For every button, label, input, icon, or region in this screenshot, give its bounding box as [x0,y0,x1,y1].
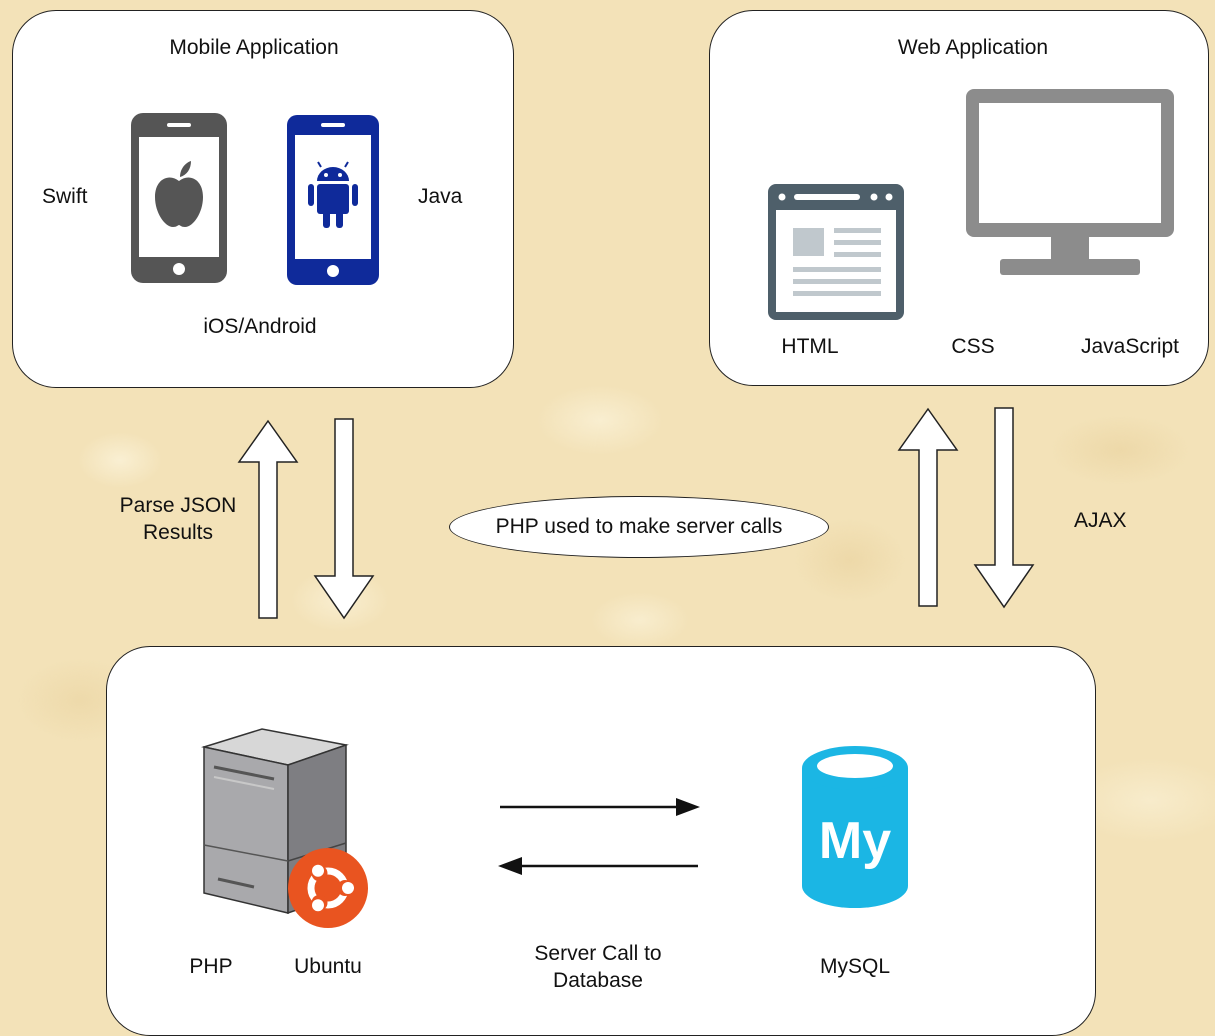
to-database-arrow [500,798,700,816]
web-down-arrow [973,407,1035,609]
mysql-logo-text: My [819,812,891,870]
mobile-down-arrow [313,418,375,620]
html-label: HTML [781,335,839,358]
mysql-database-icon: My [802,746,908,908]
php-label: PHP [189,955,233,978]
swift-label: Swift [42,185,88,208]
javascript-label: JavaScript [1080,335,1180,358]
from-database-arrow [498,857,698,875]
mysql-label: MySQL [819,955,891,978]
ubuntu-label: Ubuntu [294,955,362,978]
web-up-arrow [897,407,959,607]
java-label: Java [418,185,463,208]
mobile-application-box [12,10,514,388]
php-server-calls-oval: PHP used to make server calls [449,496,829,558]
apple-logo-icon [155,161,203,227]
web-application-title: Web Application [897,36,1049,59]
mobile-application-title: Mobile Application [169,36,339,59]
ios-android-label: iOS/Android [203,315,317,338]
monitor-icon [966,89,1174,275]
apple-phone-icon [131,113,227,283]
parse-json-label-line1: Parse JSON [119,494,237,517]
php-server-calls-label: PHP used to make server calls [495,515,783,538]
parse-json-label-line2: Results [142,521,214,544]
browser-window-icon [768,184,904,320]
ajax-label: AJAX [1074,509,1127,532]
mobile-up-arrow [237,419,299,619]
android-robot-icon [308,161,358,228]
android-phone-icon [287,115,379,285]
server-call-label-line2: Database [553,969,643,992]
css-label: CSS [951,335,995,358]
ubuntu-logo-icon [288,848,368,928]
server-call-label-line1: Server Call to [534,942,662,965]
